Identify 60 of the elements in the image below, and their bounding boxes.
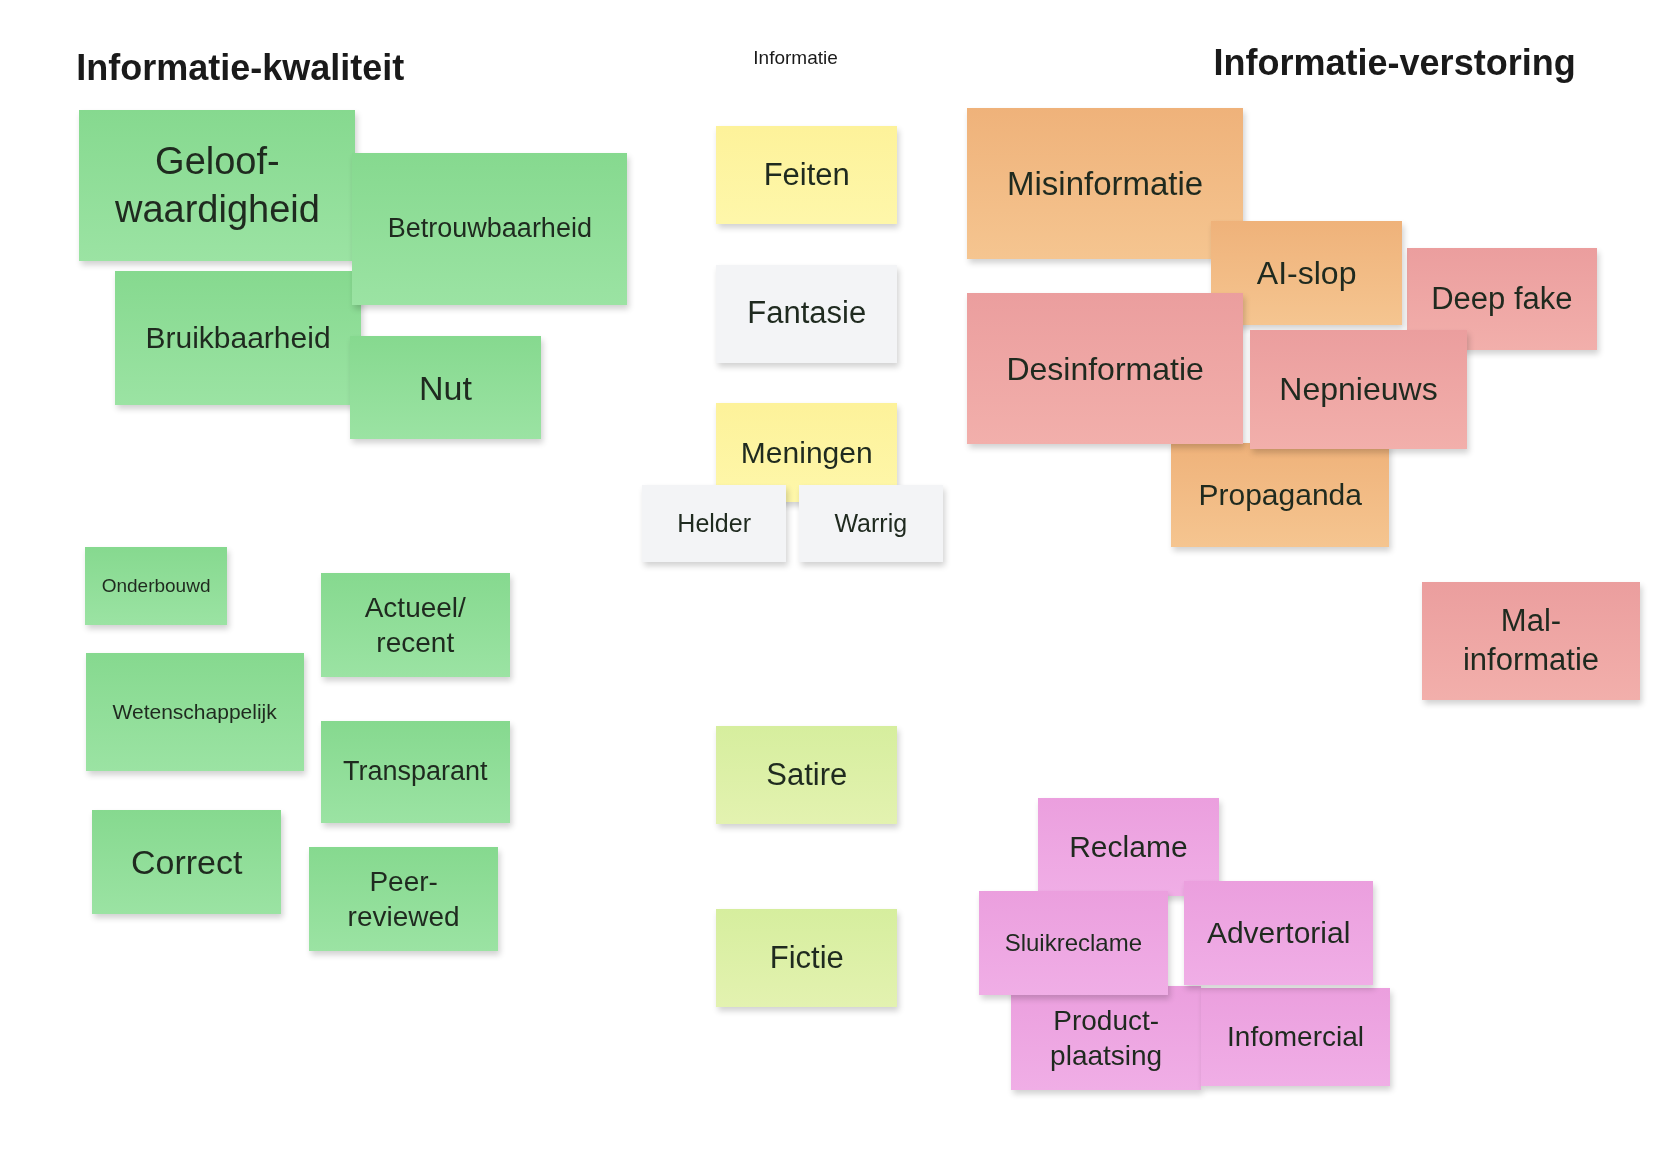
note-text: Product-plaatsing — [1049, 1003, 1164, 1073]
sticky-note — [79, 110, 356, 262]
sticky-note — [1407, 247, 1597, 351]
sticky-note — [642, 484, 787, 562]
note-text: Reclame — [1069, 829, 1188, 866]
sticky-note — [84, 547, 228, 626]
note-text: Meningen — [740, 434, 873, 471]
sticky-note — [350, 336, 541, 440]
heading: Informatie-verstoring — [1213, 42, 1576, 85]
sticky-note — [1211, 221, 1402, 325]
sticky-note — [716, 264, 898, 363]
note-text: Onderbouwd — [101, 574, 211, 598]
sticky-note — [92, 810, 282, 915]
note-text: Wetenschappelijk — [112, 698, 277, 725]
note-text: AI-slop — [1256, 253, 1357, 293]
sticky-note — [716, 125, 898, 225]
note-text: Advertorial — [1206, 915, 1351, 952]
sticky-note — [1037, 797, 1219, 897]
sticky-note — [716, 908, 898, 1008]
sticky-note — [978, 890, 1169, 995]
note-text: Betrouwbaarheid — [387, 212, 592, 246]
note-text: Correct — [131, 842, 243, 884]
sticky-note — [1183, 881, 1374, 986]
sticky-note — [352, 153, 628, 305]
sticky-note — [320, 720, 510, 824]
note-text: Geloof-waardigheid — [113, 139, 321, 232]
note-text: Fictie — [769, 938, 844, 977]
sticky-note — [1011, 986, 1201, 1090]
note-text: Nut — [418, 367, 472, 409]
sticky-note — [798, 484, 943, 562]
note-text: Warrig — [834, 507, 908, 539]
note-text: Fantasie — [747, 294, 867, 333]
note-text: Actueel/ recent — [363, 591, 467, 661]
note-text: Satire — [766, 755, 848, 794]
sticky-note — [967, 107, 1244, 260]
note-text: Propaganda — [1198, 477, 1362, 514]
sticky-note — [716, 725, 898, 825]
sticky-note — [308, 847, 499, 952]
note-text: Peer-reviewed — [346, 865, 461, 935]
heading: Informatie-kwaliteit — [76, 46, 405, 89]
sticky-note — [320, 573, 510, 678]
note-text: Misinformatie — [1007, 163, 1204, 204]
note-text: Sluikreclame — [1004, 927, 1143, 958]
note-text: Desinformatie — [1006, 349, 1204, 389]
note-text: Nepnieuws — [1279, 370, 1438, 410]
heading: Informatie — [753, 46, 838, 69]
note-text: Helder — [677, 507, 751, 539]
sticky-note — [967, 293, 1244, 445]
sticky-note — [1422, 581, 1640, 701]
note-text: Transparant — [342, 754, 488, 788]
note-text: Feiten — [763, 155, 850, 194]
sticky-note — [1200, 988, 1391, 1086]
note-text: Infomercial — [1227, 1020, 1364, 1055]
sticky-note — [1171, 443, 1390, 547]
note-text: Bruikbaarheid — [145, 320, 331, 357]
sticky-note — [85, 652, 304, 772]
sticky-note — [1249, 330, 1468, 449]
note-text: Mal-informatie — [1461, 602, 1601, 680]
note-text: Deep fake — [1431, 279, 1573, 318]
sticky-note — [115, 270, 361, 406]
